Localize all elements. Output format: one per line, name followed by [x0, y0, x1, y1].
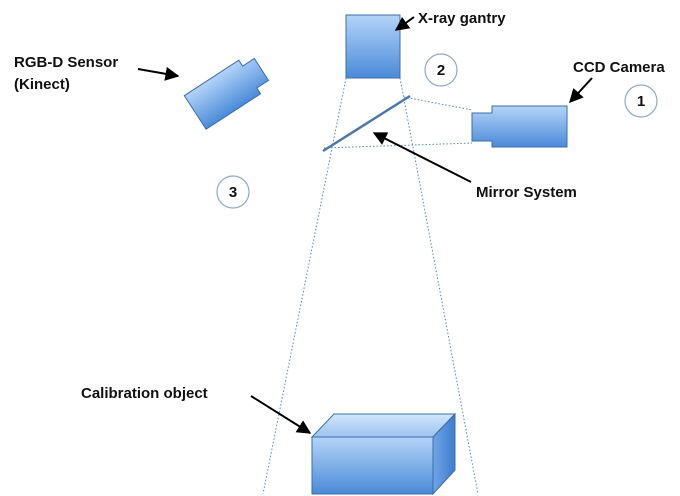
marker-3: 3	[216, 175, 250, 209]
mirror-system-line	[322, 94, 411, 153]
calibration-object-arrow	[250, 395, 312, 434]
calibration-object-box	[310, 412, 457, 496]
marker-1: 1	[624, 84, 658, 118]
ccd-camera-arrow	[569, 77, 593, 104]
marker-3-number: 3	[229, 184, 237, 201]
marker-2: 2	[424, 53, 458, 87]
marker-2-number: 2	[437, 62, 445, 79]
label-arrows	[137, 16, 593, 434]
rgbd-sensor-label: RGB-D Sensor	[14, 54, 118, 71]
ccd-camera-label: CCD Camera	[573, 59, 665, 76]
mirror-system-arrow	[372, 132, 472, 183]
xray-gantry-box	[345, 14, 401, 79]
rgbd-sensor-icon	[183, 57, 270, 130]
rgbd-sensor-arrow	[137, 66, 180, 81]
xray-gantry-label: X-ray gantry	[418, 10, 506, 27]
calibration-object-label: Calibration object	[81, 385, 208, 402]
rgbd-sensor-sublabel: (Kinect)	[14, 76, 70, 93]
ccd-camera-icon	[471, 105, 568, 148]
mirror-system-label: Mirror System	[476, 184, 577, 201]
marker-1-number: 1	[637, 93, 645, 110]
xray-gantry-arrow	[394, 16, 415, 31]
